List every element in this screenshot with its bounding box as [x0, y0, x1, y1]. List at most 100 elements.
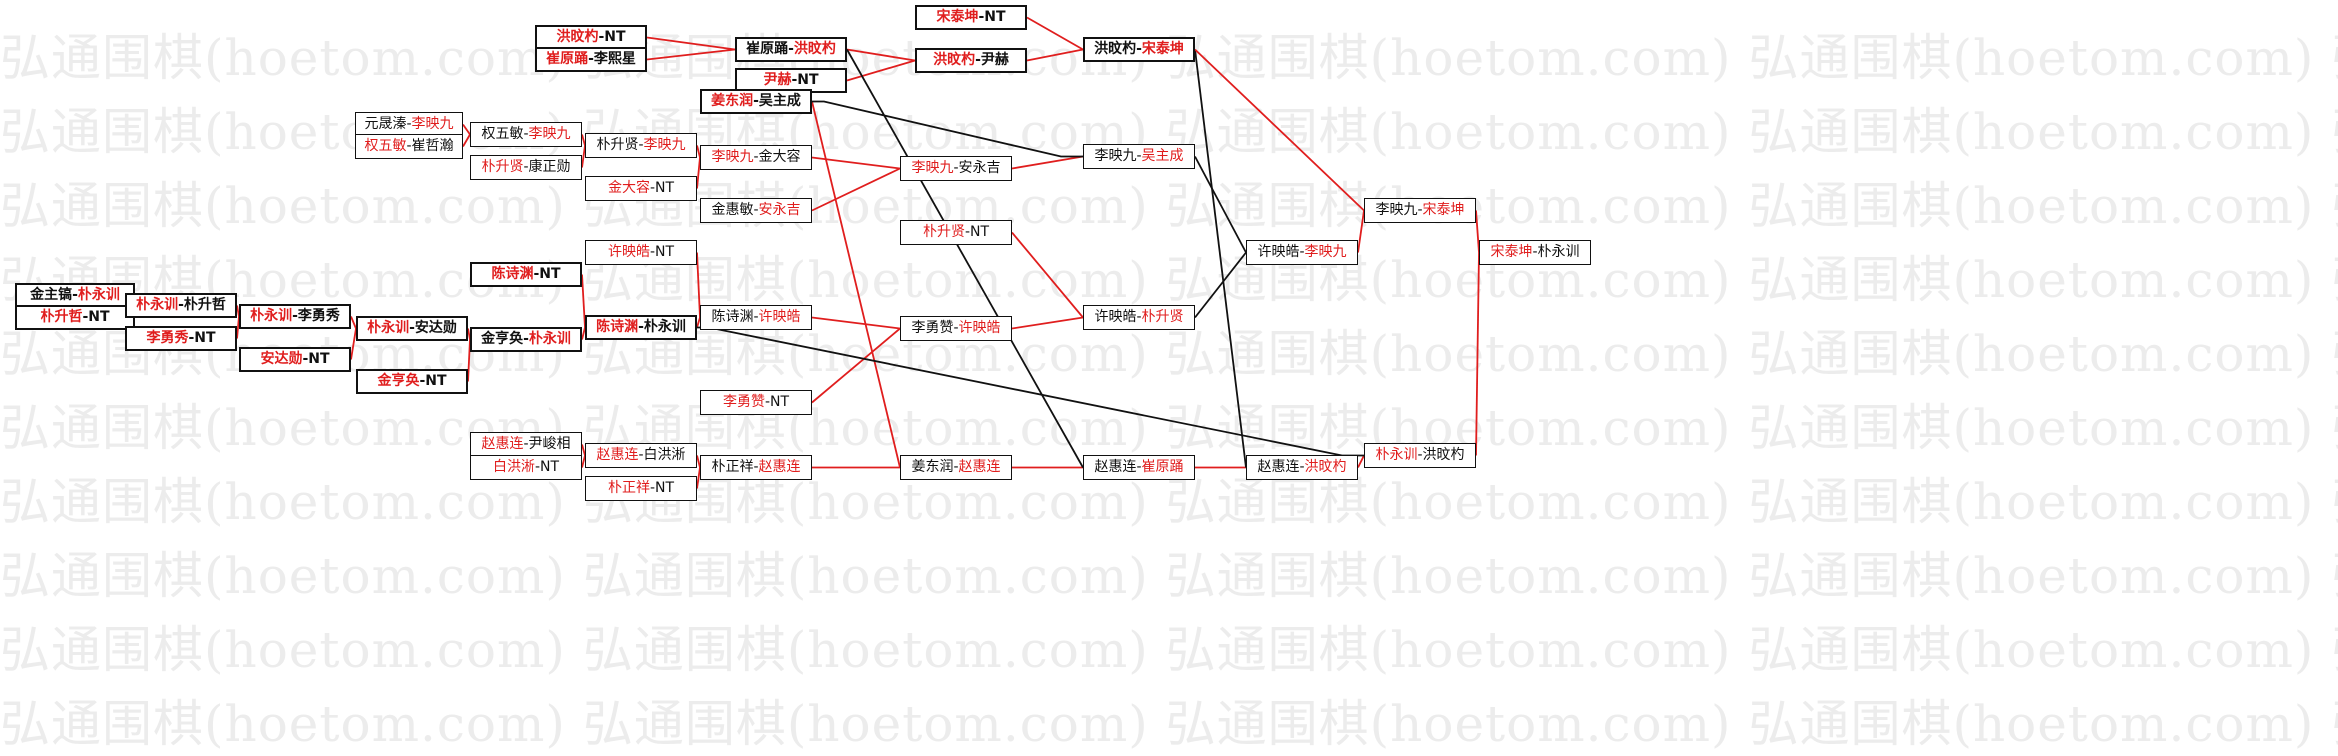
advance-line	[467, 339, 471, 382]
player-a-name: 权五敏	[364, 138, 407, 154]
player-a-name: 朴永训	[250, 308, 293, 324]
separator: -	[953, 160, 959, 176]
separator: -	[1417, 202, 1423, 218]
advance-line	[1026, 48, 1084, 62]
player-a-name: 宋泰坤	[1490, 244, 1533, 260]
match-box: 崔原踊-李熙星	[535, 47, 647, 72]
separator: -	[188, 330, 195, 346]
separator: -	[953, 320, 959, 336]
separator: -	[523, 331, 529, 347]
player-b-name: 朴永训	[643, 319, 686, 335]
advance-line	[696, 467, 701, 489]
player-b-name: NT	[88, 309, 110, 325]
player-b-name: 李映九	[528, 126, 571, 142]
player-b-name: 李勇秀	[297, 308, 340, 324]
separator: -	[978, 9, 985, 25]
match-box: 洪旼杓-宋泰坤	[1083, 37, 1195, 62]
player-b-name: 白洪淅	[643, 447, 686, 463]
match-box: 权五敏-崔哲瀚	[355, 134, 463, 159]
advance-line	[811, 327, 901, 404]
loser-line	[1194, 49, 1247, 468]
match-box: 元晟溱-李映九	[355, 112, 463, 137]
separator: -	[1136, 309, 1142, 325]
player-a-name: 赵惠连	[1094, 459, 1137, 475]
player-a-name: 元晟溱	[364, 116, 407, 132]
player-b-name: 朴永训	[77, 287, 120, 303]
match-box: 宋泰坤-NT	[915, 5, 1027, 30]
match-box: 洪旼杓-尹赫	[915, 48, 1027, 73]
player-a-name: 许映皓	[1257, 244, 1300, 260]
separator: -	[953, 459, 959, 475]
match-box: 金惠敏-安永吉	[700, 198, 812, 223]
player-b-name: 金大容	[758, 149, 801, 165]
advance-line	[846, 59, 916, 82]
player-a-name: 金大容	[607, 180, 650, 196]
player-b-name: 安达勋	[414, 320, 457, 336]
match-box: 赵惠连-白洪淅	[585, 443, 697, 468]
player-b-name: 宋泰坤	[1422, 202, 1465, 218]
player-b-name: 赵惠连	[958, 459, 1001, 475]
separator: -	[975, 52, 981, 68]
match-box: 朴正祥-赵惠连	[700, 455, 812, 480]
player-b-name: NT	[308, 351, 330, 367]
player-a-name: 李勇赞	[911, 320, 954, 336]
player-b-name: NT	[770, 394, 790, 410]
advance-line	[1357, 210, 1365, 253]
separator: -	[419, 373, 426, 389]
player-b-name: 洪旼杓	[1304, 459, 1347, 475]
match-box: 金亨奂-NT	[356, 369, 468, 394]
match-box: 朴升贤-康正勋	[470, 155, 582, 180]
separator: -	[409, 320, 415, 336]
separator: -	[588, 51, 594, 67]
match-box: 赵惠连-尹峻相	[470, 432, 582, 457]
match-box: 许映皓-朴升贤	[1083, 305, 1195, 330]
advance-line	[581, 444, 586, 456]
separator: -	[1299, 244, 1305, 260]
separator: -	[302, 351, 309, 367]
player-a-name: 陈诗渊	[596, 319, 639, 335]
separator: -	[788, 41, 794, 57]
separator: -	[649, 180, 656, 196]
separator: -	[1299, 459, 1305, 475]
player-a-name: 朴永训	[1375, 447, 1418, 463]
advance-line	[1194, 48, 1365, 212]
separator: -	[292, 308, 298, 324]
player-a-name: 白洪淅	[492, 459, 535, 475]
match-box: 朴升哲-NT	[15, 305, 135, 330]
player-a-name: 金亨奂	[481, 331, 524, 347]
match-box: 安达勋-NT	[239, 347, 351, 372]
player-a-name: 洪旼杓	[933, 52, 976, 68]
separator: -	[638, 319, 644, 335]
player-b-name: 尹赫	[980, 52, 1009, 68]
advance-line	[467, 328, 471, 340]
match-box: 宋泰坤-朴永训	[1479, 240, 1591, 265]
player-a-name: 朴升哲	[40, 309, 83, 325]
separator: -	[1532, 244, 1538, 260]
player-a-name: 洪旼杓	[1094, 41, 1137, 57]
separator: -	[753, 149, 759, 165]
player-a-name: 崔原踊	[746, 41, 789, 57]
advance-line	[581, 134, 586, 146]
advance-line	[581, 327, 586, 340]
player-b-name: 朴永训	[528, 331, 571, 347]
player-b-name: 赵惠连	[758, 459, 801, 475]
match-box: 朴正祥-NT	[585, 476, 697, 501]
advance-line	[1011, 316, 1084, 330]
player-b-name: 安永吉	[758, 202, 801, 218]
match-box: 朴永训-李勇秀	[239, 304, 351, 329]
advance-line	[236, 305, 240, 317]
match-box: 权五敏-李映九	[470, 122, 582, 147]
player-b-name: 崔哲瀚	[411, 138, 454, 154]
separator: -	[1136, 41, 1142, 57]
player-a-name: 洪旼杓	[556, 29, 599, 45]
separator: -	[523, 436, 529, 452]
separator: -	[638, 137, 644, 153]
match-box: 朴永训-洪旼杓	[1364, 443, 1476, 468]
separator: -	[791, 72, 798, 88]
separator: -	[406, 138, 412, 154]
match-box: 洪旼杓-NT	[535, 25, 647, 50]
player-a-name: 姜东润	[911, 459, 954, 475]
player-b-name: NT	[970, 224, 990, 240]
advance-line	[811, 167, 901, 212]
